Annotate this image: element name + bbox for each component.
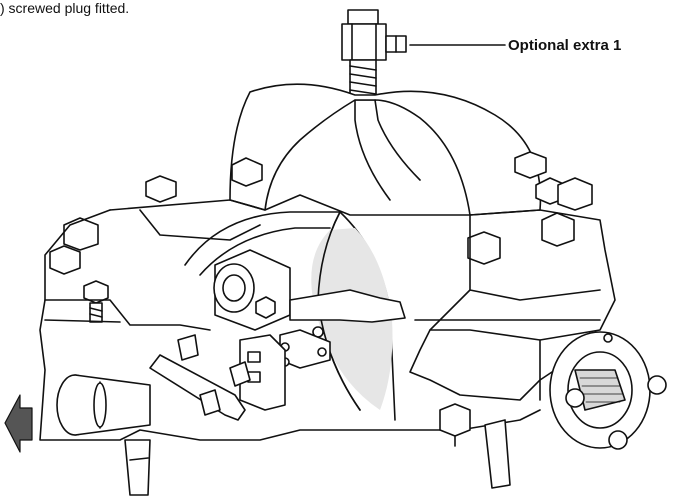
upper-dome-cover <box>229 83 542 216</box>
optional-extra-fitting <box>341 9 407 101</box>
inlet-connection <box>56 374 151 436</box>
flow-direction-arrow-icon <box>4 394 33 453</box>
drain-plug <box>439 403 471 447</box>
caption-text: ) screwed plug fitted. <box>0 0 130 16</box>
valve-mechanism <box>149 334 286 421</box>
thermostatic-element <box>213 249 291 331</box>
callout-optional-extra-1: Optional extra 1 <box>508 37 622 54</box>
trap-feet <box>124 419 511 496</box>
strainer-cover <box>549 331 667 450</box>
cover-bolts-left <box>49 157 263 323</box>
